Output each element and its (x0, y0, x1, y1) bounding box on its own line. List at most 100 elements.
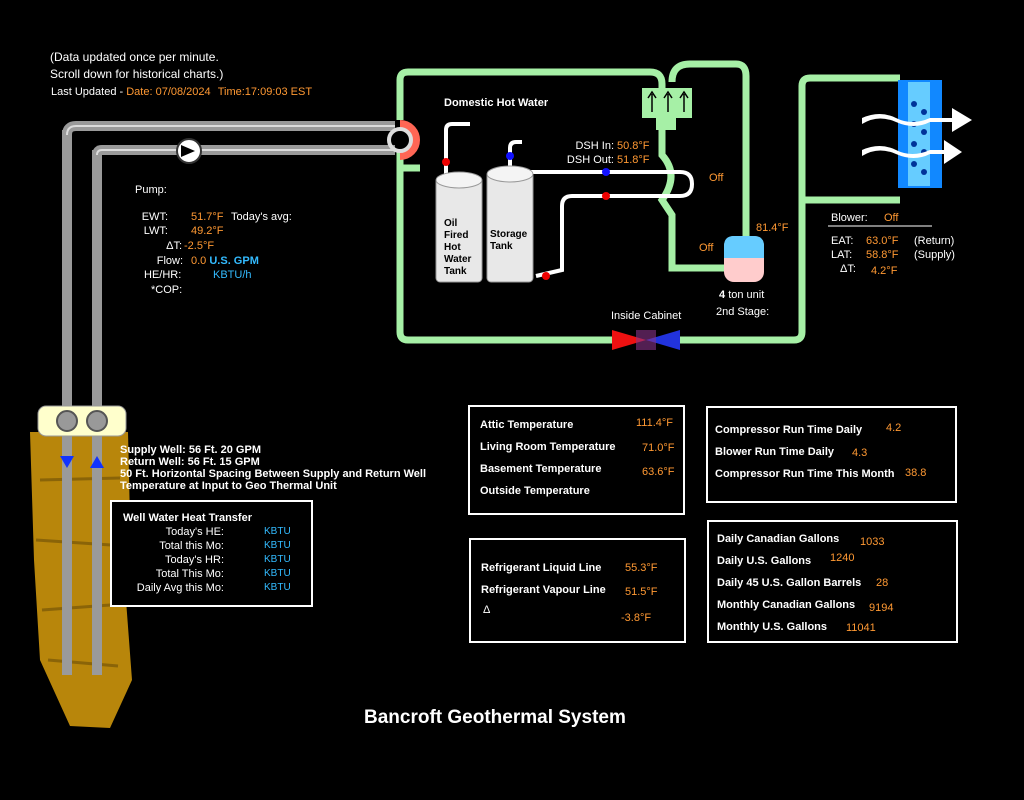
gallons-row-value: 1240 (830, 552, 855, 564)
storage-tank-line: Tank (490, 241, 513, 252)
liquid-line-label: Refrigerant Liquid Line (481, 562, 602, 574)
gallons-row-label: Monthly Canadian Gallons (717, 599, 856, 611)
runtime-row-value: 38.8 (905, 467, 927, 479)
well-heat-row-label: Total This Mo: (155, 568, 224, 580)
stage-label: 2nd Stage: (716, 306, 770, 318)
supply-down-arrow-icon (60, 456, 74, 468)
unit-temp: 81.4°F (756, 222, 789, 234)
ewt-value: 51.7°F (191, 211, 224, 223)
supply-well-pipe (62, 130, 72, 675)
liquid-line-value: 55.3°F (625, 562, 658, 574)
ewt-label: EWT: (141, 211, 168, 223)
blower-label: Blower: (831, 212, 868, 224)
time-value: 17:09:03 EST (244, 86, 313, 98)
cabinet-label: Inside Cabinet (611, 310, 682, 322)
cop-label: *COP: (151, 284, 183, 296)
refrigerant-dt-label: Δ (483, 604, 491, 616)
runtime-row-label: Compressor Run Time Daily (715, 424, 863, 436)
temp-row-value: 71.0°F (642, 442, 675, 454)
storage-tank-icon (486, 171, 534, 283)
temp-row-value: 111.4°F (636, 417, 674, 429)
eat-note: (Return) (914, 235, 955, 247)
lat-label: LAT: (831, 249, 853, 261)
well-heat-row-unit: KBTU (264, 526, 291, 537)
pump-title: Pump: (135, 184, 167, 196)
refrigerant-panel: Refrigerant Liquid Line 55.3°F Refrigera… (469, 538, 686, 643)
dhw-title: Domestic Hot Water (444, 97, 549, 109)
blower-dt-value: 4.2°F (871, 265, 898, 277)
oil-tank-line: Water (444, 254, 472, 265)
gallons-row-label: Daily Canadian Gallons (717, 533, 840, 545)
storage-tank-line: Storage (490, 229, 528, 240)
dsh-in-value: 50.8°F (617, 140, 650, 152)
oil-tank-label: Oil Fired Hot Water Tank (444, 218, 471, 278)
earth-ground (30, 432, 132, 728)
gallons-row-value: 11041 (846, 622, 876, 634)
return-well-info: Return Well: 56 Ft. 15 GPM (120, 456, 260, 468)
lat-value: 58.8°F (866, 249, 899, 261)
oil-tank-line: Oil (444, 218, 458, 229)
return-up-arrow-icon (90, 456, 104, 468)
dsh-in-label: DSH In: (575, 140, 614, 152)
well-heat-row-unit: KBTU (264, 554, 291, 565)
unit-name: 4 ton unit (719, 289, 764, 301)
unit-name-text: ton unit (728, 289, 765, 301)
well-cap (37, 405, 127, 437)
gallons-row-value: 1033 (860, 536, 885, 548)
airflow-arrow-icon (862, 108, 972, 132)
eat-label: EAT: (831, 235, 854, 247)
flow-reading: 0.0 U.S. GPM (191, 255, 259, 267)
inside-cabinet-valve-icon (612, 330, 646, 350)
gallons-row-label: Monthly U.S. Gallons (717, 621, 828, 633)
update-note-line1: (Data updated once per minute. (50, 50, 219, 64)
well-temp-note: Temperature at Input to Geo Thermal Unit (120, 480, 337, 492)
well-heat-row-unit: KBTU (264, 568, 291, 579)
oil-tank-line: Fired (444, 230, 469, 241)
oil-tank-line: Hot (444, 242, 461, 253)
date-label: Date: (126, 86, 153, 98)
time-label: Time: (217, 86, 245, 98)
gallons-row-value: 9194 (869, 602, 894, 614)
temp-row-value: 63.6°F (642, 466, 675, 478)
last-updated-label: Last Updated - (51, 86, 124, 98)
pump-dt-label: ΔT: (166, 240, 182, 252)
well-heat-row-unit: KBTU (264, 582, 291, 593)
runtime-row-value: 4.2 (886, 422, 902, 434)
temperature-panel: Attic Temperature 111.4°F Living Room Te… (468, 405, 685, 515)
temp-row-label: Basement Temperature (480, 463, 602, 475)
oil-tank-line: Tank (444, 266, 467, 277)
well-spacing-info: 50 Ft. Horizontal Spacing Between Supply… (120, 468, 427, 480)
supply-well-info: Supply Well: 56 Ft. 20 GPM (120, 444, 261, 456)
eat-value: 63.0°F (866, 235, 899, 247)
runtime-row-value: 4.3 (852, 447, 868, 459)
last-updated: Last Updated - Date: 07/08/2024 Time:17:… (51, 86, 312, 98)
supply-pipe-top (62, 121, 395, 136)
blower-dt-label: ΔT: (840, 263, 856, 275)
runtime-row-label: Compressor Run Time This Month (715, 468, 895, 480)
lwt-label: LWT: (143, 225, 168, 237)
flow-value: 0.0 (191, 255, 207, 267)
flow-unit: U.S. GPM (209, 255, 259, 267)
dsh-state: Off (709, 172, 724, 184)
todays-avg-label: Today's avg: (231, 211, 292, 223)
unit-tonnage: 4 (719, 289, 726, 301)
system-title: Bancroft Geothermal System (364, 707, 626, 728)
ground-heat-exchanger (399, 120, 420, 160)
gallons-panel: Daily Canadian Gallons 1033 Daily U.S. G… (707, 520, 958, 643)
well-heat-row-label: Today's HE: (165, 526, 224, 538)
blower-state: Off (884, 212, 899, 224)
well-heat-row-label: Daily Avg this Mo: (136, 582, 224, 594)
storage-tank-label: Storage Tank (490, 229, 527, 253)
well-info: Supply Well: 56 Ft. 20 GPM Return Well: … (120, 444, 426, 492)
well-heat-panel: Well Water Heat Transfer Today's HE: KBT… (110, 500, 313, 607)
gallons-row-label: Daily U.S. Gallons (717, 555, 812, 567)
hehr-unit: KBTU/h (213, 269, 252, 281)
runtime-panel: Compressor Run Time Daily 4.2 Blower Run… (706, 406, 957, 503)
temp-row-label: Outside Temperature (480, 485, 590, 497)
well-heat-row-label: Today's HR: (165, 554, 224, 566)
pump-dt-value: -2.5°F (184, 240, 215, 252)
vapour-line-label: Refrigerant Vapour Line (481, 584, 606, 596)
dsh-out-label: DSH Out: (566, 154, 614, 166)
lat-note: (Supply) (914, 249, 955, 261)
well-heat-title: Well Water Heat Transfer (123, 512, 252, 524)
